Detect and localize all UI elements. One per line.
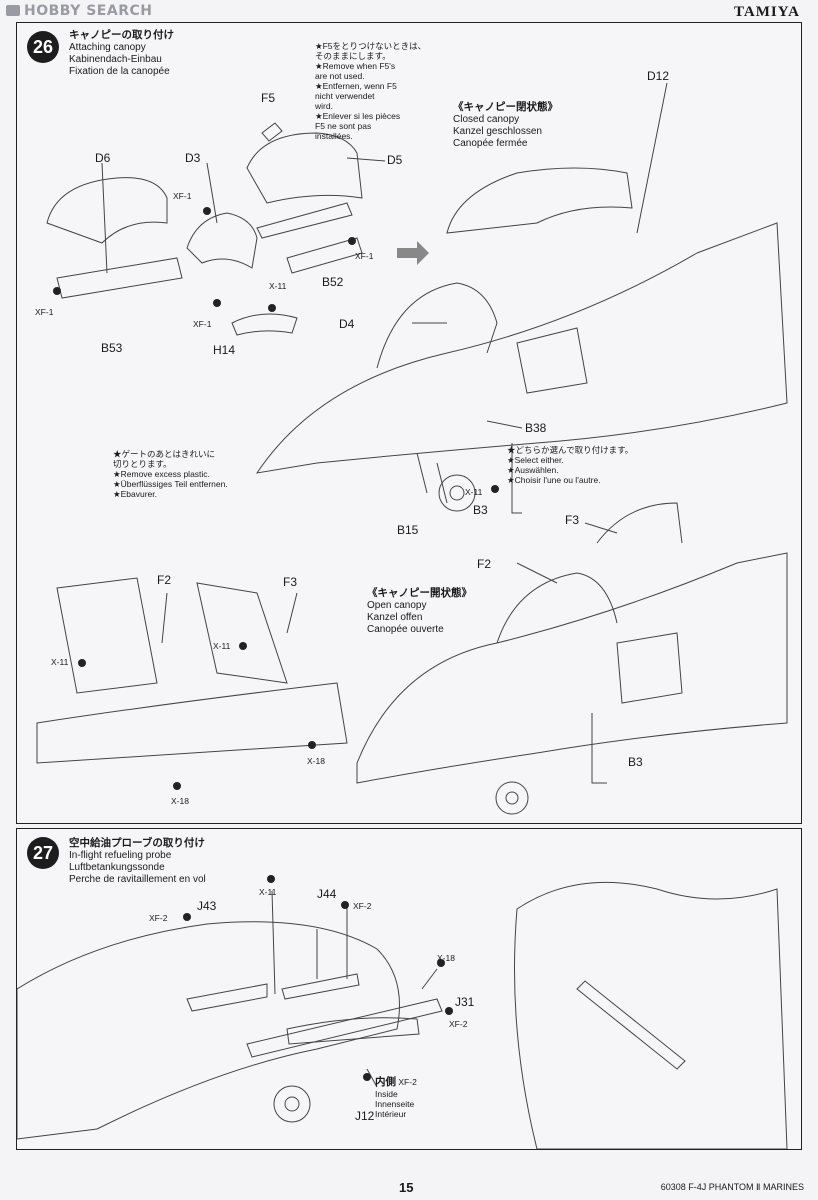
open-canopy-caption: 《キャノピー開状態》 Open canopy Kanzel offen Cano… — [367, 587, 472, 635]
note-f5: ★F5をとりつけないときは、そのままにします。 ★Remove when F5'… — [315, 41, 427, 141]
part-h14-shape — [231, 313, 298, 336]
part-f3-label-right: F3 — [565, 513, 580, 527]
part-d5-rail — [256, 202, 353, 239]
product-code: 60308 F-4J PHANTOM Ⅱ MARINES — [660, 1182, 804, 1192]
watermark-logo: HOBBY SEARCH — [6, 3, 152, 19]
part-j44-label: J44 — [317, 887, 337, 901]
part-b3-upper — [511, 443, 522, 514]
step-number-27: 27 — [27, 837, 59, 869]
part-d3-shape — [186, 212, 258, 269]
step-27-title: 空中給油プローブの取り付け In-flight refueling probe … — [69, 837, 206, 885]
camera-icon — [6, 5, 20, 16]
part-d6-shape — [46, 177, 168, 244]
step-26-drawing — [36, 82, 788, 815]
open-canopy-front — [496, 572, 618, 644]
nose-wheel-lower — [495, 781, 529, 815]
main-wheel — [273, 1085, 311, 1123]
part-j44-shape — [281, 973, 360, 1000]
part-b3-lower — [591, 713, 607, 784]
screw-x18-label: X-18 — [307, 756, 325, 766]
screw-xf2-label: XF-2 — [149, 913, 168, 923]
part-d5-shape — [246, 132, 363, 204]
part-j12-label: J12 — [355, 1109, 375, 1123]
intake-lower — [616, 632, 683, 704]
closed-canopy-fuselage — [255, 222, 788, 474]
screw-x11-label: X-11 — [465, 487, 483, 497]
part-f2-label-left: F2 — [157, 573, 172, 587]
inside-note: 内側 XF-2 Inside Innenseite Intérieur — [375, 1076, 417, 1119]
fuselage-right — [514, 881, 788, 1149]
part-j31-shape — [246, 998, 443, 1058]
nose-wheel — [438, 474, 476, 512]
open-canopy-rear — [596, 502, 683, 544]
screw-x11-label: X-11 — [213, 641, 231, 651]
part-d4-label: D4 — [339, 317, 355, 331]
step-26-title: キャノピーの取り付け Attaching canopy Kabinendach-… — [69, 29, 174, 77]
step-26-panel: 26 キャノピーの取り付け Attaching canopy Kabinenda… — [16, 22, 802, 824]
cockpit-fuselage-left — [36, 682, 348, 764]
screw-x11-label: X-11 — [51, 657, 69, 667]
part-f2-label-right: F2 — [477, 557, 492, 571]
part-b15-label: B15 — [397, 523, 419, 537]
gate-note: ★ゲートのあとはきれいに切りとります。 ★Remove excess plast… — [113, 449, 228, 499]
part-f3-label-left: F3 — [283, 575, 298, 589]
part-b52-label: B52 — [322, 275, 344, 289]
part-d5-label: D5 — [387, 153, 403, 167]
closed-canopy-caption: 《キャノピー閉状態》 Closed canopy Kanzel geschlos… — [453, 101, 558, 149]
part-b53-label: B53 — [101, 341, 123, 355]
screw-x18-label: X-18 — [171, 796, 189, 806]
closed-canopy-rear — [446, 167, 633, 234]
probe-extended — [576, 980, 686, 1070]
cockpit-canopy-left — [56, 577, 158, 694]
part-d6-label: D6 — [95, 151, 111, 165]
cockpit-canopy-right — [196, 582, 288, 684]
part-h14-label: H14 — [213, 343, 236, 357]
header-bar: HOBBY SEARCH TAMIYA — [0, 0, 818, 22]
screw-xf1-label: XF-1 — [193, 319, 212, 329]
screw-xf1-label: XF-1 — [355, 251, 374, 261]
part-d12-label: D12 — [647, 69, 670, 83]
fuselage-left — [17, 921, 400, 1140]
part-b3-label-lower: B3 — [628, 755, 643, 769]
part-f5-label: F5 — [261, 91, 276, 105]
part-j43-shape — [186, 983, 268, 1012]
part-f5-shape — [261, 122, 283, 142]
brand-name: TAMIYA — [733, 4, 800, 20]
intake — [516, 327, 588, 394]
screw-xf2-label: XF-2 — [449, 1019, 468, 1029]
page-number: 15 — [399, 1180, 414, 1195]
screw-xf1-label: XF-1 — [173, 191, 192, 201]
part-j43-label: J43 — [197, 899, 217, 913]
screw-x18-label: X-18 — [437, 953, 455, 963]
screw-x11-label: X-11 — [259, 887, 277, 897]
open-canopy-fuselage — [356, 552, 788, 784]
part-b52-shape — [286, 237, 363, 274]
part-d3-label: D3 — [185, 151, 201, 165]
part-b53-shape — [56, 257, 183, 299]
screw-xf1-label: XF-1 — [35, 307, 54, 317]
step-27-drawing — [17, 875, 788, 1149]
part-b3-label-upper: B3 — [473, 503, 488, 517]
step-number-26: 26 — [27, 31, 59, 63]
part-j31-label: J31 — [455, 995, 475, 1009]
part-b38-label: B38 — [525, 421, 547, 435]
closed-canopy-front — [376, 282, 498, 369]
screw-x11-label: X-11 — [269, 281, 287, 291]
either-note: ★どちらか選んで取り付けます。★Select either. ★Auswähle… — [507, 445, 634, 485]
part-j12-shape — [286, 1017, 420, 1045]
screw-xf2-label: XF-2 — [353, 901, 372, 911]
step-27-panel: 27 空中給油プローブの取り付け In-flight refueling pro… — [16, 828, 802, 1150]
